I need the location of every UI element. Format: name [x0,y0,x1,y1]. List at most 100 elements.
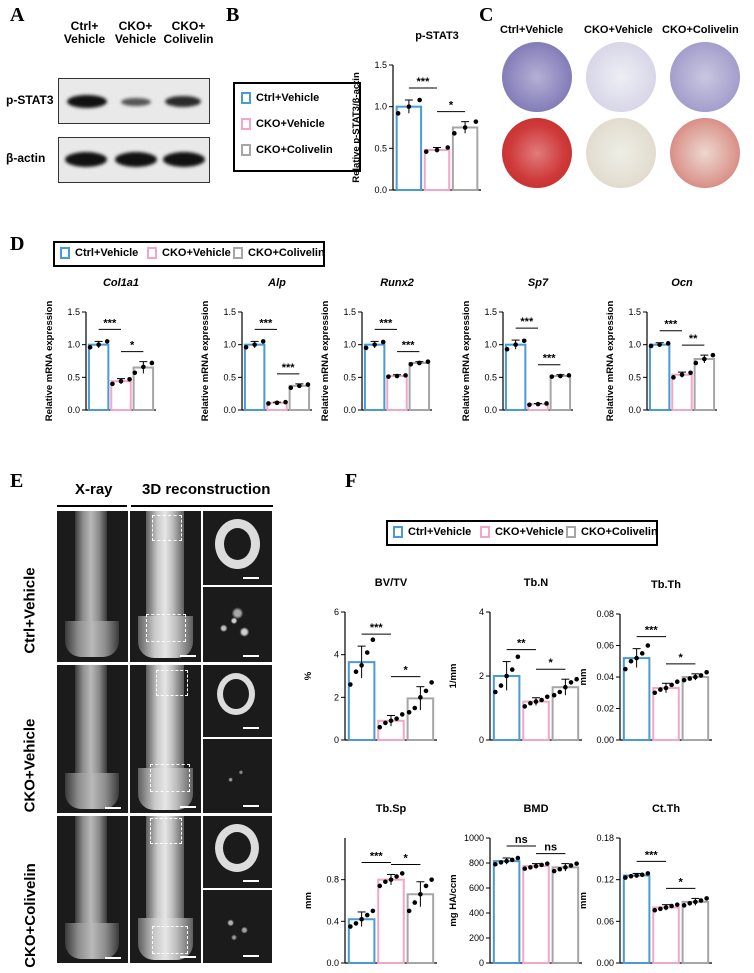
femur-condyle [138,616,193,658]
dish-col-label-cko: CKO+Vehicle [584,24,653,36]
data-point [663,905,669,910]
chart-title: Tb.N [524,577,548,589]
data-point [406,908,412,914]
bar-cko [377,878,405,965]
xray-image-col [57,816,128,963]
data-point [645,871,651,876]
data-point [434,147,440,153]
y-tick-label: 0.02 [596,704,614,714]
y-tick-label: 0 [479,958,484,968]
y-tick-label: 0.5 [223,372,236,382]
data-point [669,903,674,909]
y-tick-label: 1.0 [374,102,387,112]
band-actin-col [163,152,205,167]
data-point [688,370,693,376]
y-axis-label: mm [303,892,314,909]
data-point [693,674,698,680]
data-point [388,718,394,724]
scale-bar [180,806,196,808]
femur-shaft [75,665,107,783]
data-point [408,361,414,367]
y-tick-label: 1.5 [67,307,80,317]
chart-title: Tb.Sp [376,803,407,815]
chart-title: Alp [267,277,286,289]
sig-label: *** [645,625,659,637]
femur-condyle [65,621,119,657]
legend-swatch [241,92,251,104]
data-point [370,637,376,643]
sig-label: *** [402,340,416,352]
data-point [539,862,544,868]
data-point [652,690,658,696]
data-point [533,699,539,704]
data-point [353,669,359,675]
data-point [674,679,680,685]
femur-condyle [65,773,119,809]
bar-ctrl [492,860,521,964]
cortical-section-col [203,816,272,888]
data-point [423,883,429,889]
sig-label: *** [259,317,273,329]
blot-col-label-col: CKO+ Colivelin [163,19,214,46]
femur-shaft [75,511,107,631]
y-tick-label: 0.5 [67,372,80,382]
data-point [698,673,704,678]
data-point [394,874,399,879]
y-tick-label: 400 [469,908,484,918]
data-point [665,341,671,346]
y-axis-label: Relative mRNA expression [200,301,211,422]
data-point [504,673,509,679]
chart-title: p-STAT3 [415,30,459,42]
scale-bar [243,880,259,882]
data-point [260,339,266,344]
data-point [544,694,550,700]
data-point [687,900,693,906]
roi-trabecular [152,926,188,954]
data-point [681,677,687,683]
bar-col [551,686,580,742]
alp-stain-dish-col [670,42,740,112]
femur-shaft [146,665,184,783]
header-underline [131,505,273,507]
data-point [657,342,662,347]
data-point [533,863,539,869]
legend-label: CKO+Colivelin [256,144,333,156]
bar-col [549,375,572,412]
data-point [528,700,533,706]
y-tick-label: 0.0 [223,405,236,415]
data-point [380,339,386,345]
legend-f-col: CKO+Colivelin [566,526,658,538]
bar-col [451,126,479,191]
data-point [348,924,353,929]
data-point [639,872,645,878]
data-point [539,697,544,703]
blot-col-label-cko: CKO+ Vehicle [114,19,157,46]
data-point [283,399,288,405]
alp-stain-dish-ctrl [502,42,572,112]
y-tick-label: 0 [334,735,339,745]
cortical-ring [215,519,260,569]
legend-swatch [60,247,70,259]
legend-swatch [566,526,576,538]
trabecular-section-col [203,890,272,963]
data-point [288,385,294,391]
data-point [417,97,422,103]
bar-ctrl [622,874,651,964]
data-point [645,643,651,648]
y-tick-label: 0.04 [596,672,614,682]
data-point [522,866,528,871]
y-axis-label: Relative p-STAT3/β-actin [351,72,362,183]
band-pstat3-ctrl [67,95,107,108]
legend-label: CKO+Vehicle [256,118,325,130]
data-point [710,352,716,358]
roi-cortical [150,818,182,844]
ars-stain-dish-ctrl [502,118,572,188]
y-tick-label: 0.0 [484,405,497,415]
data-point [377,724,383,730]
data-point [504,346,510,352]
data-point [359,663,364,668]
